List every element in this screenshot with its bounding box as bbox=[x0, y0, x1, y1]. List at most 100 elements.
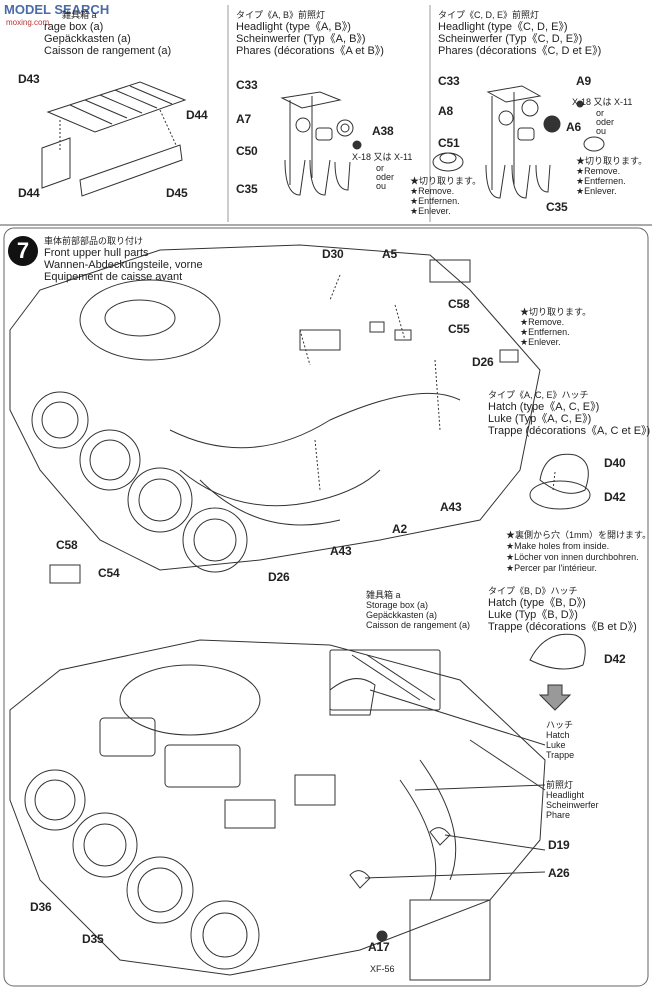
hatch-bd-caption-fr: Trappe (décorations《B et D》) bbox=[488, 621, 637, 633]
part-d30: D30 bbox=[322, 247, 344, 261]
part-a6: A6 bbox=[566, 120, 581, 134]
headlight-label-en: Headlight bbox=[546, 790, 585, 800]
paint-xf56: XF-56 bbox=[370, 964, 395, 974]
paint-x18-ab: X-18 又は X-11 bbox=[352, 152, 413, 162]
paint-or-cde: or bbox=[596, 108, 605, 118]
part-c51: C51 bbox=[438, 136, 460, 150]
storage-box-caption-jp: 雑具箱 a bbox=[62, 10, 97, 20]
remove-note-right-en: ★Remove. bbox=[576, 166, 621, 176]
part-a43-right: A43 bbox=[440, 500, 462, 514]
part-a38: A38 bbox=[372, 124, 394, 138]
hatch-bd-caption-de: Luke (Typ《B, D》) bbox=[488, 609, 578, 621]
part-c58-left: C58 bbox=[56, 538, 78, 552]
part-a7: A7 bbox=[236, 112, 251, 126]
hatch-label-en: Hatch bbox=[546, 730, 570, 740]
remove-note-left-jp: ★切り取ります。 bbox=[410, 176, 482, 186]
hatch-ace-caption-jp: タイプ《A, C, E》ハッチ bbox=[488, 390, 589, 400]
headlight-cde-caption-jp: タイプ《C, D, E》前照灯 bbox=[438, 10, 540, 20]
holes-note-en: ★Make holes from inside. bbox=[506, 541, 610, 551]
upper-hull-drawing bbox=[9, 244, 541, 584]
step7-title-fr: Equipement de caisse avant bbox=[44, 271, 183, 283]
headlight-label-de: Scheinwerfer bbox=[546, 800, 599, 810]
headlight-ab-caption-en: Headlight (type《A, B》) bbox=[236, 21, 351, 33]
paint-x18-cde: X-18 又は X-11 bbox=[572, 97, 633, 107]
part-d36: D36 bbox=[30, 900, 52, 914]
remove-note-left-en: ★Remove. bbox=[410, 186, 455, 196]
part-d42-ace: D42 bbox=[604, 490, 626, 504]
hatch-ace-caption-fr: Trappe (décorations《A, C et E》) bbox=[488, 425, 651, 437]
remove-note-mid-de: ★Entfernen. bbox=[520, 327, 570, 337]
hatch-ace-caption-de: Luke (Typ《A, C, E》) bbox=[488, 413, 592, 425]
storage-lower-caption-fr: Caisson de rangement (a) bbox=[366, 620, 471, 630]
headlight-label-jp: 前照灯 bbox=[546, 780, 574, 790]
step7-title-jp: 車体前部部品の取り付け bbox=[44, 236, 144, 246]
part-d26-right: D26 bbox=[472, 355, 494, 369]
hatch-label-fr: Trappe bbox=[546, 750, 575, 760]
remove-note-right-jp: ★切り取ります。 bbox=[576, 156, 648, 166]
hatch-bd-drawing bbox=[529, 633, 586, 711]
headlight-cde-caption-en: Headlight (type《C, D, E》) bbox=[438, 21, 568, 33]
step7-title-en: Front upper hull parts bbox=[44, 247, 149, 259]
part-c50: C50 bbox=[236, 144, 258, 158]
hatch-ace-caption-en: Hatch (type《A, C, E》) bbox=[488, 401, 600, 413]
paint-ou-cde: ou bbox=[596, 126, 607, 136]
part-c58-top: C58 bbox=[448, 297, 470, 311]
lower-hull-drawing bbox=[9, 639, 546, 981]
holes-note-de: ★Löcher von innen durchbohren. bbox=[506, 552, 639, 562]
storage-lower-caption-en: Storage box (a) bbox=[366, 600, 429, 610]
part-a8: A8 bbox=[438, 104, 453, 118]
part-a2: A2 bbox=[392, 522, 407, 536]
headlight-cde-drawing bbox=[432, 85, 605, 199]
remove-note-mid-jp: ★切り取ります。 bbox=[520, 307, 592, 317]
part-a9: A9 bbox=[576, 74, 591, 88]
part-d44-right: D44 bbox=[186, 108, 208, 122]
paint-ou-ab: ou bbox=[376, 181, 387, 191]
part-c35-cde: C35 bbox=[546, 200, 568, 214]
part-c55: C55 bbox=[448, 322, 470, 336]
storage-box-caption-fr: Caisson de rangement (a) bbox=[44, 45, 172, 57]
headlight-ab-caption-de: Scheinwerfer (Typ《A, B》) bbox=[236, 33, 366, 45]
part-d44-left: D44 bbox=[18, 186, 40, 200]
part-c33-cde: C33 bbox=[438, 74, 460, 88]
headlight-ab-caption-jp: タイプ《A, B》前照灯 bbox=[236, 10, 326, 20]
remove-note-left-de: ★Entfernen. bbox=[410, 196, 460, 206]
part-c54: C54 bbox=[98, 566, 120, 580]
watermark-sub: moxing.com bbox=[6, 18, 50, 27]
remove-note-left-fr: ★Enlever. bbox=[410, 206, 451, 216]
step-number-badge: 7 bbox=[8, 236, 38, 266]
paint-or-ab: or bbox=[376, 163, 385, 173]
part-a17: A17 bbox=[368, 940, 390, 954]
storage-box-drawing bbox=[41, 81, 187, 197]
remove-note-right-de: ★Entfernen. bbox=[576, 176, 626, 186]
part-d45: D45 bbox=[166, 186, 188, 200]
paint-oder-cde: oder bbox=[596, 117, 615, 127]
remove-note-right-fr: ★Enlever. bbox=[576, 186, 617, 196]
part-c33-ab: C33 bbox=[236, 78, 258, 92]
remove-note-mid-en: ★Remove. bbox=[520, 317, 565, 327]
remove-note-mid-fr: ★Enlever. bbox=[520, 337, 561, 347]
part-d19: D19 bbox=[548, 838, 570, 852]
part-d40: D40 bbox=[604, 456, 626, 470]
part-d26-left: D26 bbox=[268, 570, 290, 584]
paint-oder-ab: oder bbox=[376, 172, 395, 182]
hatch-label-de: Luke bbox=[546, 740, 566, 750]
part-a5: A5 bbox=[382, 247, 397, 261]
step7-title-de: Wannen-Abdeckungsteile, vorne bbox=[44, 259, 203, 271]
storage-box-caption-en: rage box (a) bbox=[44, 21, 104, 33]
headlight-ab-drawing bbox=[280, 91, 362, 196]
holes-note-fr: ★Percer par l'intérieur. bbox=[506, 563, 597, 573]
headlight-label-fr: Phare bbox=[546, 810, 571, 820]
hatch-label-jp: ハッチ bbox=[546, 720, 574, 730]
part-d43: D43 bbox=[18, 72, 40, 86]
watermark: MODEL SEARCH bbox=[4, 2, 110, 17]
part-c35-ab: C35 bbox=[236, 182, 258, 196]
holes-note-jp: ★裏側から穴（1mm）を開けます。 bbox=[506, 530, 652, 540]
headlight-ab-caption-fr: Phares (décorations《A et B》) bbox=[236, 45, 384, 57]
headlight-cde-caption-de: Scheinwerfer (Typ《C, D, E》) bbox=[438, 33, 583, 45]
storage-lower-caption-jp: 雑具箱 a bbox=[366, 590, 401, 600]
part-a26: A26 bbox=[548, 866, 570, 880]
part-d35: D35 bbox=[82, 932, 104, 946]
storage-lower-caption-de: Gepäckkasten (a) bbox=[366, 610, 438, 620]
hatch-ace-drawing bbox=[529, 453, 591, 510]
